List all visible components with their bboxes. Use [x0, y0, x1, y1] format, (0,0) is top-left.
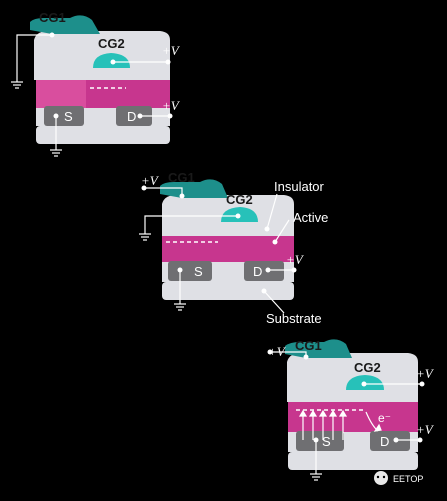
wiring [11, 34, 170, 157]
insulator-layer [287, 353, 418, 402]
wiring [270, 351, 422, 481]
active-layer [162, 236, 294, 262]
source-label: S [194, 264, 203, 279]
carrier-arrows [298, 409, 382, 440]
substrate-layer [36, 126, 170, 144]
cg1-voltage: +V [141, 173, 160, 188]
drain-voltage: +V [416, 422, 435, 437]
transistor-diagram-1: CG1 CG2 S D +V +V [11, 10, 181, 157]
cg1-label: CG1 [295, 338, 322, 353]
transistor-diagram-2: CG1 CG2 S D [139, 170, 328, 326]
source-label: S [322, 434, 331, 449]
cg2-label: CG2 [226, 192, 253, 207]
cg1-voltage: +V [268, 344, 287, 359]
wire-nodes [141, 185, 297, 294]
watermark-text: EETOP [393, 474, 423, 484]
active-layer [288, 402, 418, 432]
source-contact [168, 261, 212, 281]
source-label: S [64, 109, 73, 124]
control-gate-1 [285, 339, 352, 358]
insulator-callout-label: Insulator [274, 179, 325, 194]
substrate-layer [288, 452, 418, 470]
drain-label: D [380, 434, 389, 449]
wechat-icon [374, 471, 388, 485]
source-contact [44, 106, 84, 126]
cg2-label: CG2 [354, 360, 381, 375]
substrate-callout-label: Substrate [266, 311, 322, 326]
drain-label: D [127, 109, 136, 124]
cg2-voltage: +V [162, 43, 181, 58]
drain-contact [244, 261, 284, 281]
active-callout-label: Active [293, 210, 328, 225]
wire-nodes [267, 349, 425, 443]
control-gate-1 [160, 179, 228, 198]
wire-nodes [49, 32, 173, 119]
cg1-label: CG1 [168, 170, 195, 185]
cg2-label: CG2 [98, 36, 125, 51]
drain-voltage: +V [286, 252, 305, 267]
drain-label: D [253, 264, 262, 279]
active-gradient [36, 80, 86, 108]
cg2-voltage: +V [416, 366, 435, 381]
drain-contact [116, 106, 152, 126]
watermark: EETOP [374, 471, 423, 485]
drain-contact [370, 431, 410, 451]
cg1-label: CG1 [39, 10, 66, 25]
wiring [139, 187, 294, 314]
transistor-diagram-3: CG1 CG2 S D e⁻ +V +V +V [267, 338, 435, 481]
drain-voltage: +V [162, 98, 181, 113]
source-contact [296, 431, 344, 451]
substrate-layer [162, 282, 294, 300]
control-gate-1 [30, 15, 100, 34]
electron-label: e⁻ [378, 411, 391, 425]
